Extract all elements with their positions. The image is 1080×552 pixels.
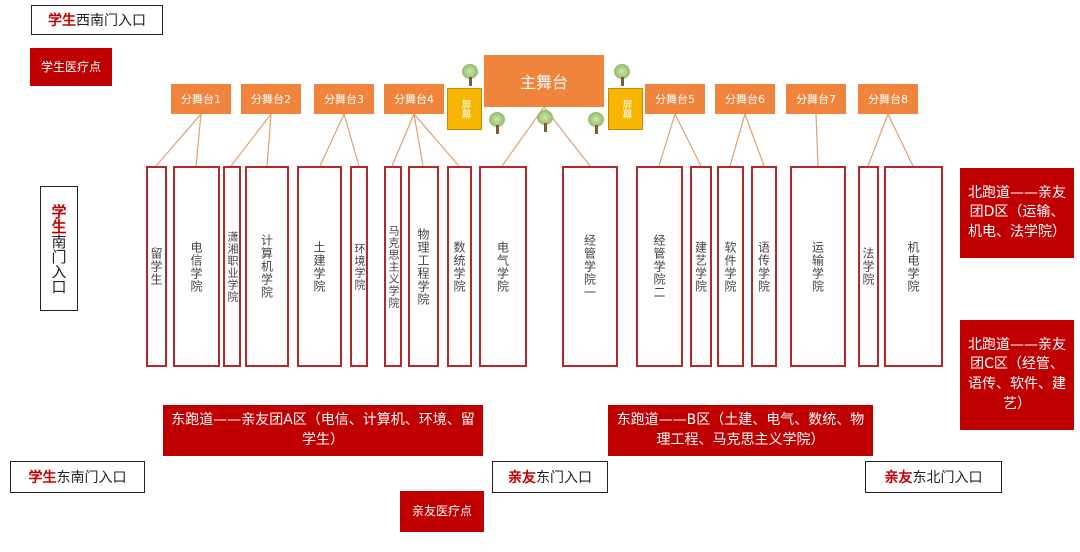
zone-a: 东跑道——亲友团A区（电信、计算机、环境、留学生） [163,405,483,456]
gate-student-southeast: 学生东南门入口 [10,461,145,493]
college-block: 经管学院二 [636,166,683,367]
college-block: 留学生 [146,166,167,367]
zone-d: 北跑道——亲友团D区（运输、机电、法学院） [960,168,1074,258]
gate-family-east: 亲友东门入口 [492,461,608,493]
sub-stage-5: 分舞台5 [645,84,705,114]
college-block: 环境学院 [350,166,368,367]
gate-family-northeast: 亲友东北门入口 [865,461,1002,493]
college-block: 语传学院 [751,166,777,367]
tree-icon [586,112,606,134]
gate-student-south: 学生南门入口 [40,186,78,311]
college-block: 物理工程学院 [408,166,439,367]
tree-icon [487,112,507,134]
screen-right: 屏幕 [608,88,643,130]
sub-stage-2: 分舞台2 [241,84,301,114]
tree-icon [612,64,632,86]
tree-icon [535,110,555,132]
zone-c: 北跑道——亲友团C区（经管、语传、软件、建艺） [960,320,1074,430]
college-block: 土建学院 [297,166,342,367]
college-block: 机电学院 [884,166,943,367]
college-block: 经管学院一 [562,166,618,367]
college-block: 潇湘职业学院 [223,166,241,367]
sub-stage-7: 分舞台7 [786,84,846,114]
college-block: 法学院 [858,166,879,367]
student-medical-point: 学生医疗点 [30,48,112,86]
sub-stage-8: 分舞台8 [858,84,918,114]
main-stage: 主舞台 [484,55,604,107]
college-block: 计算机学院 [245,166,289,367]
zone-b: 东跑道——B区（土建、电气、数统、物理工程、马克思主义学院） [608,405,873,456]
college-block: 电信学院 [173,166,220,367]
college-block: 建艺学院 [690,166,712,367]
sub-stage-3: 分舞台3 [314,84,374,114]
gate-student-southwest: 学生西南门入口 [31,5,163,35]
college-block: 软件学院 [717,166,744,367]
family-medical-point: 亲友医疗点 [400,491,484,532]
sub-stage-4: 分舞台4 [384,84,444,114]
sub-stage-6: 分舞台6 [715,84,775,114]
tree-icon [460,64,480,86]
screen-left: 屏幕 [447,88,482,130]
college-block: 运输学院 [790,166,846,367]
college-block: 马克思主义学院 [384,166,402,367]
college-block: 电气学院 [479,166,527,367]
college-block: 数统学院 [447,166,472,367]
sub-stage-1: 分舞台1 [171,84,231,114]
